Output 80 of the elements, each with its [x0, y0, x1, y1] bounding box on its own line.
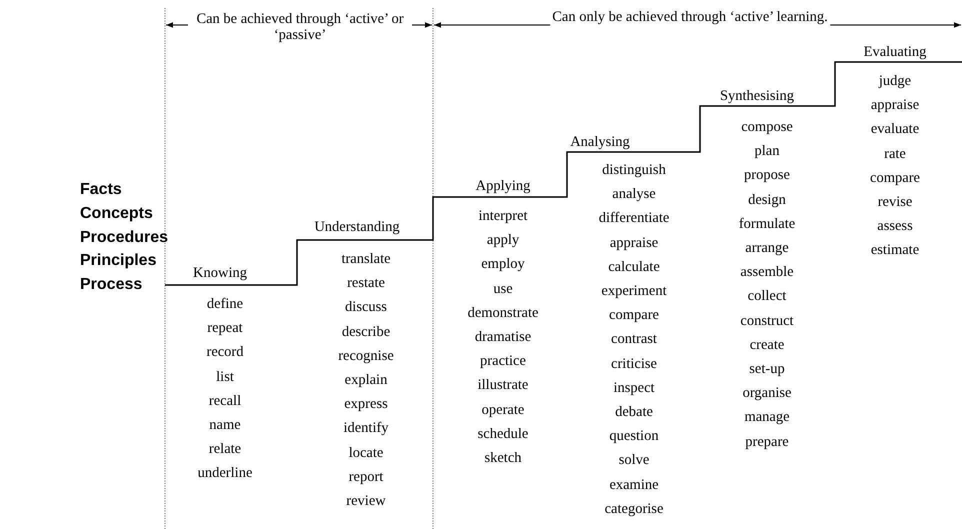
- verb-label: express: [344, 397, 388, 414]
- verb-label: employ: [481, 257, 525, 274]
- verb-label: apply: [486, 233, 520, 250]
- verb-label: compare: [609, 308, 659, 324]
- verb-label: distinguish: [602, 163, 666, 179]
- verb-label: demonstrate: [468, 306, 538, 322]
- verb-label: experiment: [601, 284, 667, 300]
- range-label: Can only be achieved through ‘active’ learning.: [550, 10, 830, 26]
- content-type-label: Facts: [80, 181, 122, 199]
- content-type-label: Process: [80, 276, 142, 294]
- verb-label: inspect: [613, 380, 655, 397]
- content-type-label: Principles: [80, 252, 156, 270]
- verb-label: restate: [347, 276, 385, 292]
- verb-label: create: [750, 338, 784, 354]
- verb-label: categorise: [604, 502, 664, 518]
- verb-label: explain: [344, 373, 388, 389]
- verb-label: report: [348, 470, 384, 486]
- verb-label: criticise: [611, 356, 657, 373]
- verb-label: debate: [615, 405, 653, 421]
- level-heading: Synthesising: [720, 89, 794, 105]
- verb-label: judge: [878, 74, 912, 90]
- verb-label: review: [346, 494, 386, 510]
- verb-label: contrast: [611, 332, 657, 348]
- verb-label: describe: [342, 324, 390, 341]
- verb-label: organise: [742, 386, 792, 402]
- verb-label: prepare: [745, 434, 789, 451]
- verb-label: arrange: [745, 241, 789, 257]
- verb-label: analyse: [612, 187, 656, 204]
- verb-label: discuss: [345, 300, 387, 316]
- verb-label: dramatise: [474, 330, 532, 346]
- verb-label: solve: [618, 453, 650, 470]
- verb-label: revise: [878, 195, 912, 211]
- level-heading: Understanding: [314, 220, 400, 236]
- verb-label: construct: [740, 314, 794, 330]
- verb-label: assess: [877, 219, 913, 236]
- verb-label: question: [609, 429, 659, 446]
- verb-label: practice: [480, 354, 526, 370]
- verb-label: plan: [754, 144, 780, 160]
- verb-label: schedule: [478, 426, 528, 443]
- verb-label: appraise: [870, 98, 920, 114]
- verb-label: translate: [341, 252, 391, 268]
- verb-label: evaluate: [870, 122, 920, 138]
- verb-label: underline: [198, 466, 252, 482]
- verb-label: recognise: [338, 348, 394, 365]
- verb-label: identify: [343, 421, 389, 438]
- level-heading: Evaluating: [864, 45, 926, 61]
- verb-label: list: [216, 370, 234, 386]
- verb-label: appraise: [610, 236, 658, 252]
- verb-label: locate: [348, 446, 384, 462]
- verb-label: set-up: [749, 362, 785, 378]
- verb-label: differentiate: [598, 211, 670, 228]
- verb-label: estimate: [870, 243, 920, 260]
- verb-label: sketch: [484, 451, 522, 467]
- range-label: Can be achieved through ‘active’ or ‘passive’: [188, 12, 412, 44]
- verb-label: use: [493, 282, 513, 298]
- verb-label: assemble: [740, 265, 794, 282]
- verb-label: record: [206, 345, 244, 362]
- verb-label: formulate: [738, 216, 796, 233]
- verb-label: define: [206, 297, 244, 313]
- verb-label: operate: [482, 402, 524, 419]
- verb-label: name: [209, 418, 241, 434]
- verb-label: repeat: [207, 321, 243, 338]
- level-heading: Analysing: [570, 135, 630, 151]
- level-heading: Knowing: [193, 266, 247, 282]
- verb-label: compose: [741, 120, 793, 136]
- verb-label: illustrate: [478, 378, 528, 394]
- verb-label: manage: [744, 410, 790, 426]
- level-heading: Applying: [476, 179, 530, 195]
- verb-label: examine: [609, 478, 659, 494]
- verb-label: recall: [208, 394, 242, 410]
- verb-label: calculate: [608, 260, 660, 276]
- verb-label: compare: [870, 170, 920, 187]
- verb-label: interpret: [478, 209, 528, 225]
- content-type-label: Procedures: [80, 228, 168, 246]
- verb-label: rate: [884, 146, 906, 163]
- content-type-label: Concepts: [80, 205, 153, 223]
- verb-label: design: [748, 192, 786, 209]
- verb-label: propose: [744, 168, 790, 184]
- verb-label: relate: [208, 442, 242, 458]
- verb-label: collect: [748, 289, 786, 306]
